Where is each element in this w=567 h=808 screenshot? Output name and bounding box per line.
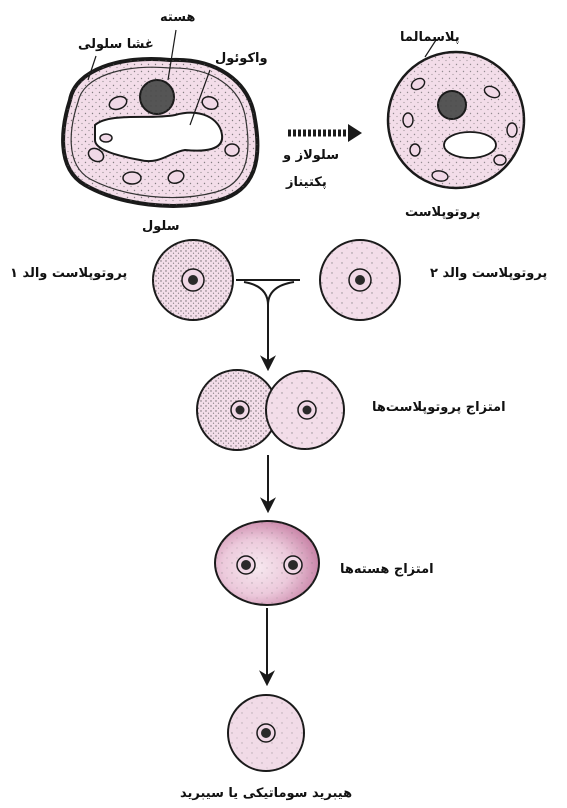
label-enzymes-line2: پکتیناز xyxy=(286,175,327,190)
label-parent-2: پروتوپلاست والد ۲ xyxy=(430,266,547,281)
label-enzymes-line1: سلولاز و xyxy=(283,148,339,163)
enzyme-arrow xyxy=(288,124,362,142)
merge-connector xyxy=(236,280,300,368)
label-protoplast: پروتوپلاست xyxy=(405,205,480,220)
protoplast-cell xyxy=(388,40,524,188)
protoplast-vacuole xyxy=(444,132,496,158)
label-plasmalemma: پلاسمالما xyxy=(400,30,460,45)
label-nucleus: هسته xyxy=(160,10,195,25)
fused-cell xyxy=(215,521,319,605)
label-hybrid: هیبرید سوماتیکی یا سیبرید xyxy=(180,786,352,801)
fusing-protoplasts xyxy=(197,370,344,450)
label-nuclear-fusion: امتزاج هسته‌ها xyxy=(340,562,434,577)
label-parent-1: پروتوپلاست والد ۱ xyxy=(10,266,127,281)
label-vacuole: واکوئول xyxy=(215,51,268,66)
hybrid-cell xyxy=(228,695,304,771)
label-cell-membrane: غشا سلولی xyxy=(78,37,154,52)
label-protoplast-fusion: امتزاج پروتوپلاست‌ها xyxy=(372,400,506,415)
label-cell: سلول xyxy=(142,219,180,234)
parent-protoplast-2 xyxy=(320,240,400,320)
parent-protoplast-1 xyxy=(153,240,233,320)
